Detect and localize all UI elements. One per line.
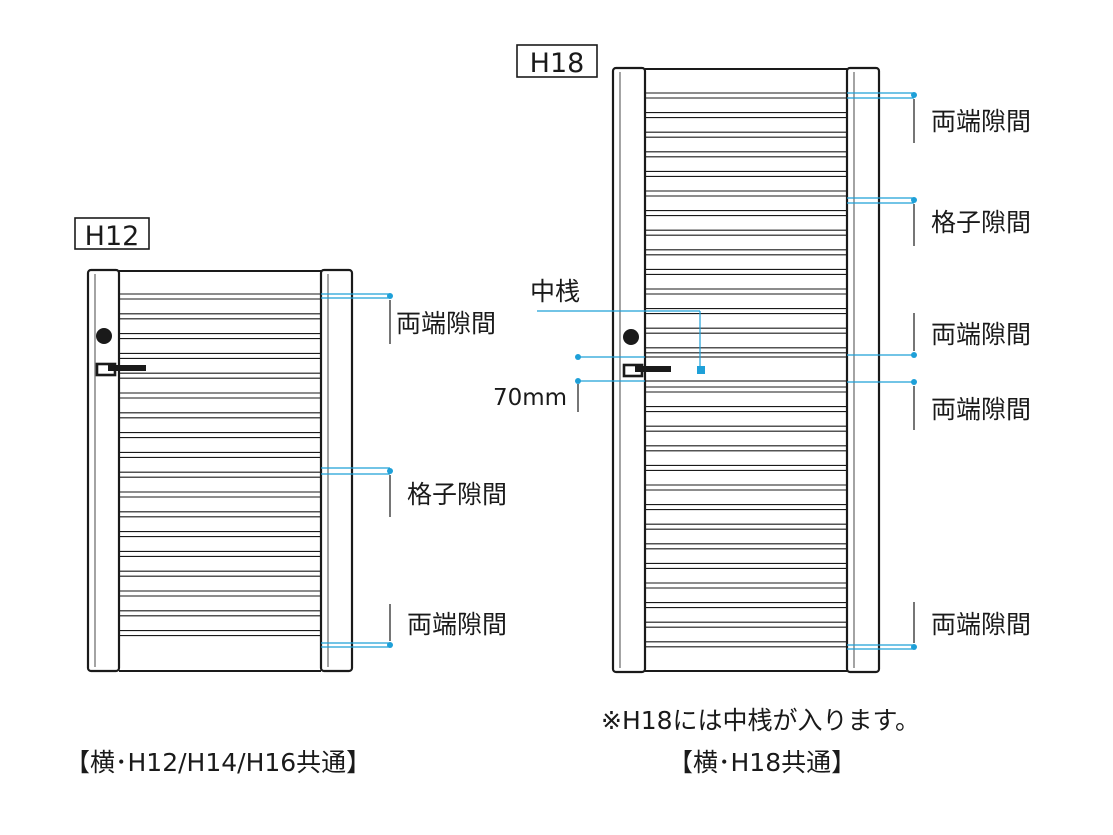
- label-gap-ends-top-small: 両端隙間: [396, 309, 496, 338]
- label-gap-ends-mid-upper-large: 両端隙間: [931, 320, 1031, 349]
- note-large: ※H18には中桟が入ります。: [601, 706, 920, 735]
- slats-small: [119, 270, 321, 672]
- label-gap-ends-top-large: 両端隙間: [931, 107, 1031, 136]
- tag-box-h12: [74, 217, 150, 250]
- dimension-ends-bottom-small: [321, 604, 393, 648]
- middle-bar-leader: [537, 310, 705, 374]
- slats-large: [644, 68, 848, 672]
- label-middle-bar: 中桟: [530, 277, 580, 306]
- label-gap-ends-bottom-small: 両端隙間: [407, 610, 507, 639]
- dimension-ends-mid-large: [847, 313, 917, 430]
- middle-bar: [644, 356, 848, 382]
- dimension-lattice-large: [847, 197, 917, 246]
- dimension-ends-top-small: [321, 293, 393, 344]
- label-gap-ends-mid-lower-large: 両端隙間: [931, 395, 1031, 424]
- caption-small: 【横･H12/H14/H16共通】: [65, 748, 371, 777]
- latch-handle-icon: [95, 362, 146, 377]
- gate-small: H12 両端隙間 格子隙間: [65, 217, 507, 777]
- tag-h18: H18: [530, 48, 585, 79]
- tag-h12: H12: [85, 221, 140, 252]
- gate-large: H18 中桟 70mm: [493, 44, 1031, 777]
- latch-handle-icon: [622, 363, 671, 378]
- right-post-small: [319, 268, 354, 673]
- right-post-large: [845, 66, 881, 674]
- keyhole-icon: [96, 328, 112, 344]
- label-offset: 70mm: [493, 385, 567, 411]
- dimension-ends-top-large: [847, 92, 917, 143]
- dimension-lattice-small: [321, 467, 393, 517]
- keyhole-icon: [623, 329, 639, 345]
- tag-box-h18: [516, 44, 598, 78]
- dimension-ends-bottom-large: [847, 602, 917, 650]
- caption-large: 【横･H18共通】: [668, 748, 856, 777]
- dimension-offset-70mm: [575, 354, 645, 412]
- label-gap-ends-bottom-large: 両端隙間: [931, 610, 1031, 639]
- label-gap-lattice-small: 格子隙間: [407, 480, 507, 509]
- label-gap-lattice-large: 格子隙間: [931, 208, 1031, 237]
